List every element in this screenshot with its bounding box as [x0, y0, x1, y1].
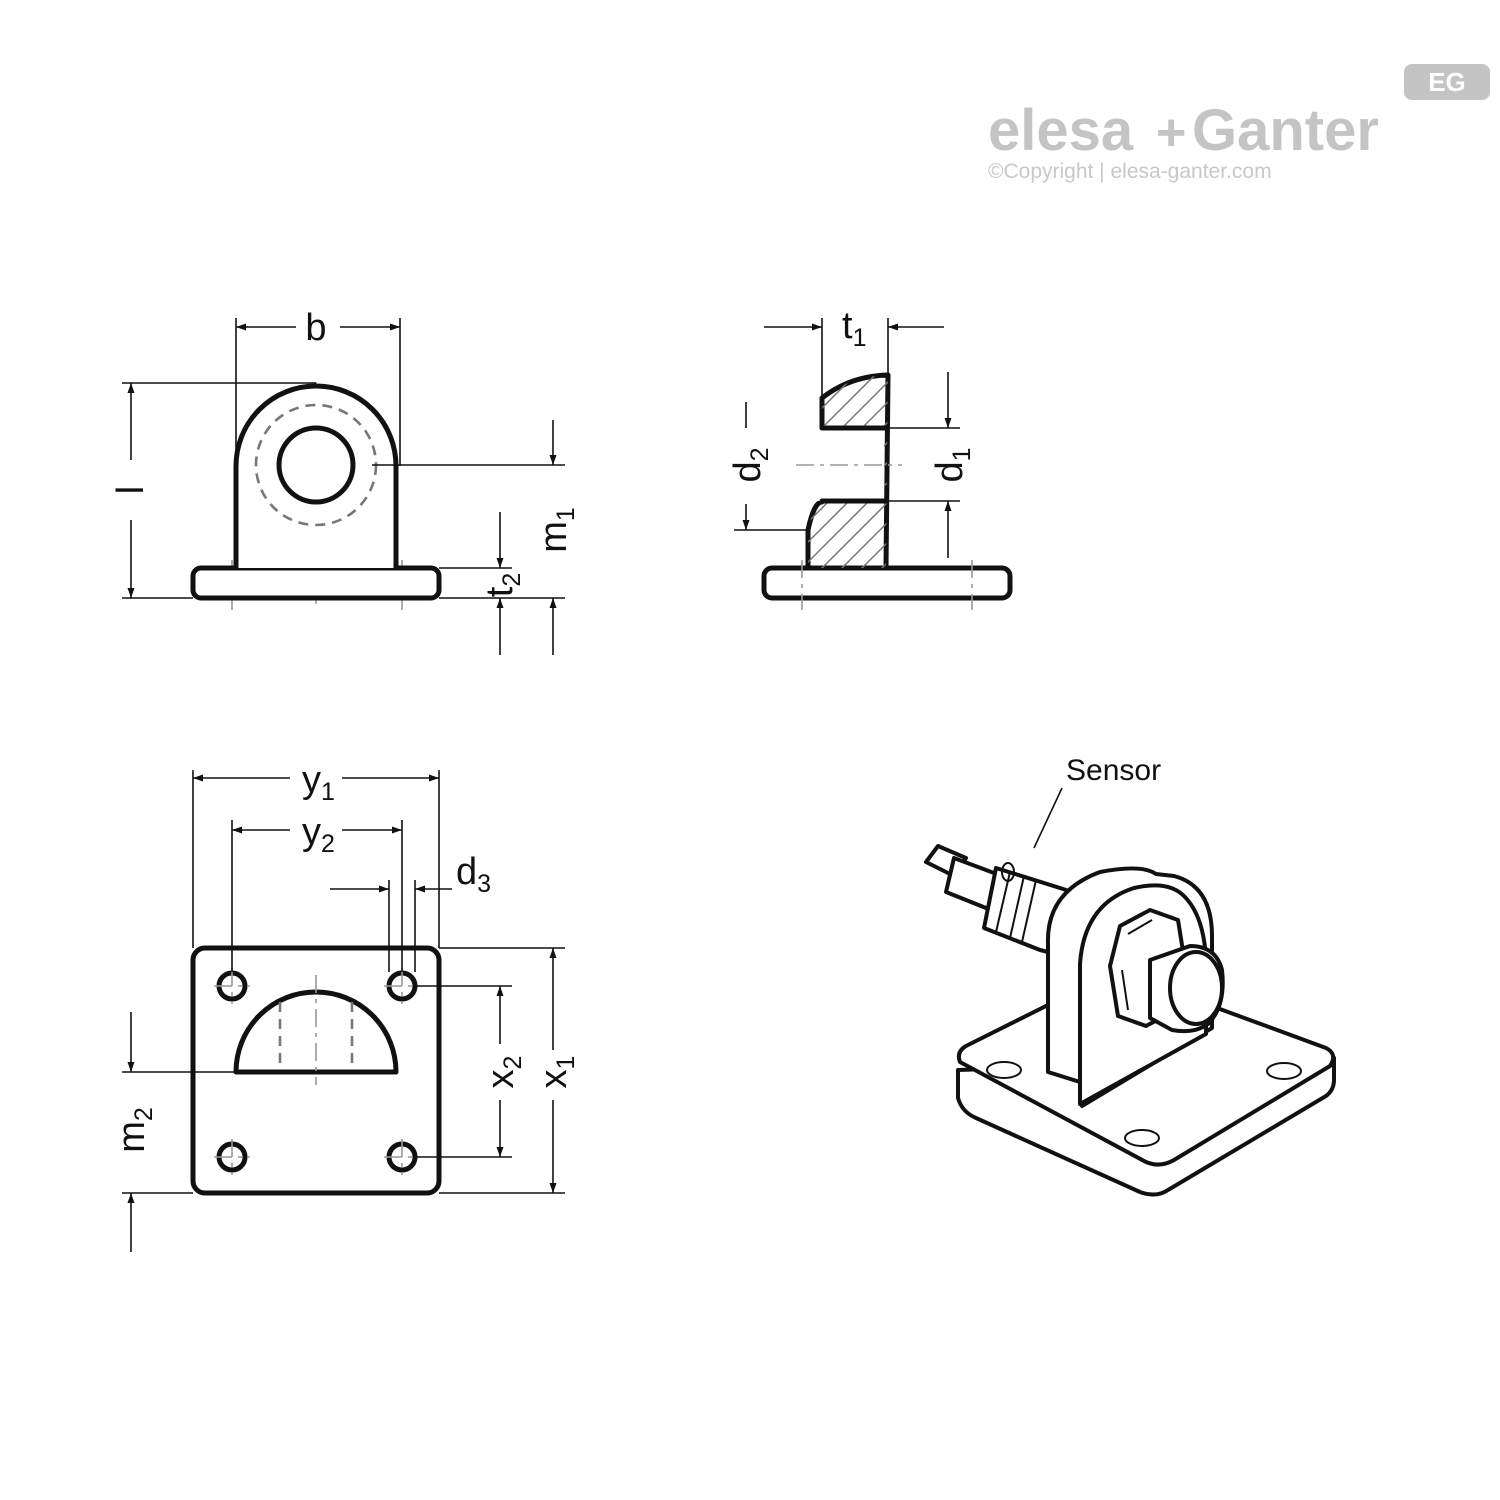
top-upright — [233, 989, 399, 1075]
svg-text:d2: d2 — [727, 447, 774, 482]
dim-b-label: b — [305, 307, 326, 349]
iso-sensor-face — [1168, 950, 1224, 1026]
side-section-view: t1 d1 d2 — [727, 305, 1013, 610]
dim-x1-label: x1 — [533, 1056, 580, 1089]
isometric-view: Sensor — [924, 754, 1336, 1197]
iso-mounting-hole — [986, 1061, 1022, 1079]
logo-badge — [1404, 64, 1490, 100]
logo-copyright: ©Copyright | elesa-ganter.com — [988, 160, 1272, 183]
front-bore — [276, 425, 356, 505]
svg-text:d1: d1 — [929, 447, 976, 482]
dim-t1-label: t1 — [842, 305, 866, 352]
dim-d2-label: d2 — [727, 447, 774, 482]
logo-brand-right: Ganter — [1192, 98, 1379, 163]
logo-brand-left: elesa — [988, 98, 1134, 163]
iso-mounting-hole — [1124, 1129, 1160, 1147]
front-upright — [233, 383, 399, 568]
dim-x2-label: x2 — [480, 1056, 527, 1089]
front-view: b l m1 t2 — [110, 307, 580, 655]
dim-d3-label: d3 — [456, 851, 491, 898]
iso-mounting-hole — [1266, 1062, 1302, 1080]
brand-logo: elesa + Ganter EG ©Copyright | elesa-gan… — [988, 64, 1490, 183]
front-base-plate — [190, 565, 442, 601]
logo-badge-text: EG — [1428, 67, 1466, 97]
svg-text:x1: x1 — [533, 1056, 580, 1089]
dim-d1-label: d1 — [929, 447, 976, 482]
logo-brand-plus: + — [1156, 104, 1186, 162]
svg-text:t2: t2 — [479, 573, 526, 597]
sensor-label: Sensor — [1066, 754, 1161, 787]
dim-l-label: l — [110, 486, 152, 494]
dim-t2-label: t2 — [479, 573, 526, 597]
dim-y1-label: y1 — [302, 759, 335, 806]
top-view: y1 y2 d3 x1 x2 m2 — [111, 759, 580, 1252]
svg-text:x2: x2 — [480, 1056, 527, 1089]
svg-text:m2: m2 — [111, 1107, 158, 1153]
dim-m2-label: m2 — [111, 1107, 158, 1153]
mounting-hole — [214, 1139, 250, 1175]
mounting-hole — [214, 968, 250, 1004]
dim-m1-label: m1 — [533, 507, 580, 553]
dim-y2-label: y2 — [302, 811, 335, 858]
side-base-plate — [761, 565, 1013, 601]
svg-text:m1: m1 — [533, 507, 580, 553]
